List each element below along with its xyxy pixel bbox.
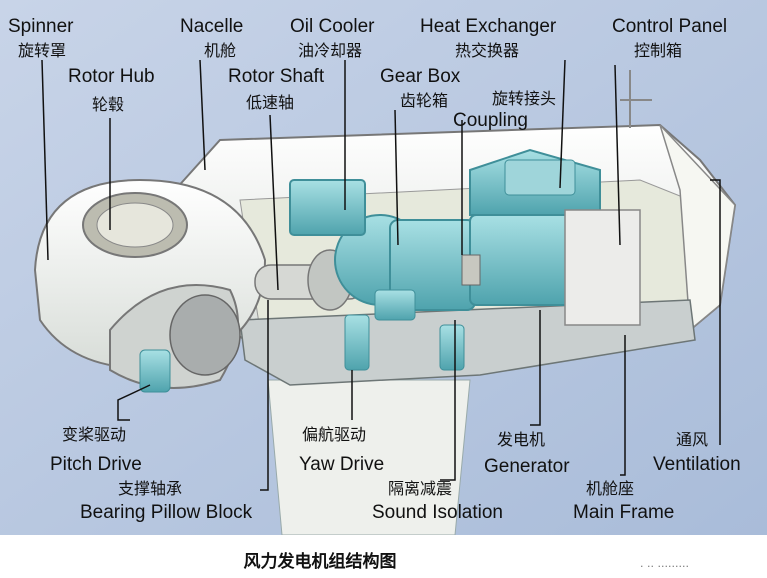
label-oil-cooler-cn: 油冷却器	[298, 41, 362, 60]
label-pitch-drive: 变桨驱动 Pitch Drive	[50, 425, 142, 475]
coupling	[461, 254, 481, 286]
gear-box	[334, 214, 476, 311]
label-ventilation: 通风 Ventilation	[653, 430, 741, 475]
label-spinner-en: Spinner	[8, 16, 74, 37]
label-rotor-hub: Rotor Hub 轮毂	[68, 66, 155, 114]
label-sound-isolation-cn: 隔离减震	[388, 479, 452, 498]
label-yaw-drive: 偏航驱动 Yaw Drive	[299, 425, 384, 475]
heat-exchanger	[504, 159, 576, 196]
oil-cooler	[289, 179, 366, 236]
label-gear-box-cn: 齿轮箱	[400, 91, 448, 110]
label-control-panel-cn: 控制箱	[634, 41, 682, 60]
watermark: · ·· ·········	[640, 560, 689, 573]
label-bearing-pillow-block-cn: 支撑轴承	[118, 479, 182, 498]
label-nacelle-cn: 机舱	[204, 41, 236, 60]
label-pitch-drive-en: Pitch Drive	[50, 454, 142, 475]
label-rotor-shaft-cn: 低速轴	[246, 93, 294, 112]
label-bearing-pillow-block-en: Bearing Pillow Block	[80, 502, 253, 523]
label-nacelle: Nacelle 机舱	[180, 16, 243, 60]
label-control-panel: Control Panel 控制箱	[612, 16, 727, 60]
label-generator-cn: 发电机	[497, 430, 545, 449]
tower	[267, 379, 471, 535]
label-oil-cooler-en: Oil Cooler	[290, 16, 375, 37]
label-bearing-pillow-block: 支撑轴承 Bearing Pillow Block	[80, 479, 253, 523]
label-rotor-shaft-en: Rotor Shaft	[228, 66, 325, 87]
label-sound-isolation: 隔离减震 Sound Isolation	[372, 479, 503, 523]
control-panel	[564, 209, 641, 326]
label-heat-exchanger: Heat Exchanger 热交换器	[420, 16, 557, 60]
label-spinner-cn: 旋转罩	[18, 41, 66, 60]
label-oil-cooler: Oil Cooler 油冷却器	[290, 16, 375, 60]
label-yaw-drive-cn: 偏航驱动	[302, 425, 366, 444]
label-sound-isolation-en: Sound Isolation	[372, 502, 503, 523]
label-control-panel-en: Control Panel	[612, 16, 727, 37]
label-generator-en: Generator	[484, 456, 570, 477]
label-rotor-hub-en: Rotor Hub	[68, 66, 155, 87]
yaw-drives	[344, 289, 465, 371]
label-ventilation-cn: 通风	[676, 430, 708, 449]
label-generator: 发电机 Generator	[484, 430, 570, 477]
label-yaw-drive-en: Yaw Drive	[299, 454, 384, 475]
label-spinner: Spinner 旋转罩	[8, 16, 74, 60]
label-rotor-shaft: Rotor Shaft 低速轴	[228, 66, 325, 112]
label-pitch-drive-cn: 变桨驱动	[62, 425, 126, 444]
label-coupling-cn: 旋转接头	[492, 89, 556, 108]
label-heat-exchanger-en: Heat Exchanger	[420, 16, 557, 37]
label-coupling: 旋转接头 Coupling	[453, 89, 556, 131]
leader-lines	[41, 59, 721, 491]
label-main-frame-en: Main Frame	[573, 502, 674, 523]
label-ventilation-en: Ventilation	[653, 454, 741, 475]
label-main-frame: 机舱座 Main Frame	[573, 479, 674, 523]
spinner-hub	[33, 178, 267, 393]
label-heat-exchanger-cn: 热交换器	[455, 41, 519, 60]
label-rotor-hub-cn: 轮毂	[92, 95, 124, 114]
diagram-caption: 风力发电机组结构图	[243, 552, 397, 572]
label-nacelle-en: Nacelle	[180, 16, 243, 37]
wind-turbine-nacelle-diagram: Spinner 旋转罩 Rotor Hub 轮毂 Nacelle 机舱 Roto…	[0, 0, 767, 535]
label-main-frame-cn: 机舱座	[586, 479, 634, 498]
label-gear-box: Gear Box 齿轮箱	[380, 66, 461, 110]
label-gear-box-en: Gear Box	[380, 66, 461, 87]
label-coupling-en: Coupling	[453, 110, 528, 131]
